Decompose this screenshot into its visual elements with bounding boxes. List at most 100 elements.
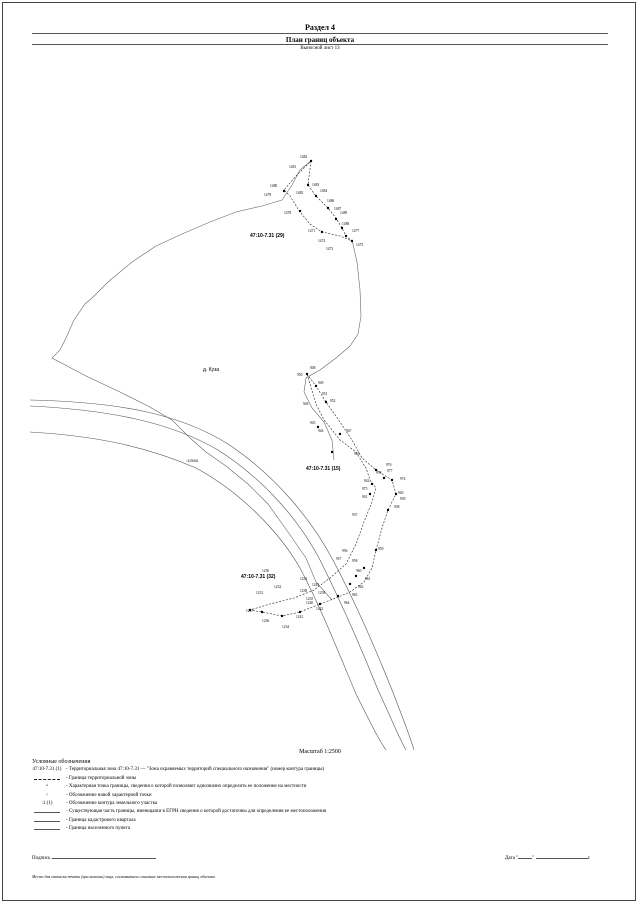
legend-line-symbol [34, 778, 60, 780]
point-label: 1486 [327, 199, 334, 203]
point-label: 961 [365, 577, 371, 581]
point-label: 978 [376, 471, 382, 475]
point-label: 1477 [352, 229, 359, 233]
stamp-note: Место для оттиска печати (при наличии) л… [32, 874, 215, 879]
point-label: 940 [398, 491, 404, 495]
point-label: 1231 [256, 591, 263, 595]
point-label: 941 [362, 495, 368, 499]
legend-text: - Территориальная зона 47:10-7.31 — "Зон… [66, 767, 325, 773]
zone-29-boundary [283, 160, 353, 242]
point-label: 947 [346, 429, 352, 433]
legend-text: - Граница территориальной зоны [66, 775, 137, 781]
point-label: 1478 [284, 211, 291, 215]
point-label: 1230 [262, 569, 269, 573]
plan-title: План границ объекта [285, 36, 355, 44]
legend-line-symbol [34, 829, 60, 831]
zone-label: 47:10-7.31 (29) [250, 233, 285, 239]
signature-label: Подпись [32, 856, 51, 861]
legend: Условные обозначения 47:10-7.31 (1) - Те… [32, 758, 326, 834]
point-label: 974 [400, 477, 406, 481]
point-label: 1243 [312, 583, 319, 587]
point-label: 951 [322, 392, 328, 396]
legend-symbol: ↑ [45, 792, 49, 798]
point-label: 962 [358, 585, 364, 589]
signature-blank [51, 858, 156, 859]
point-label: 960 [356, 569, 362, 573]
point-label: 959 [378, 547, 384, 551]
point-label: 1484 [320, 189, 327, 193]
legend-text: - Граница кадастрового квартала [66, 817, 136, 823]
legend-text: - Граница населенного пункта [66, 826, 131, 832]
legend-item: - Граница населенного пункта [32, 825, 130, 833]
point-label: 948 [310, 366, 316, 370]
signature-line: Подпись [32, 856, 156, 861]
road-edge-east [29, 399, 415, 751]
point-label: 945 [310, 421, 316, 425]
date-line: Дата "" г. [505, 856, 591, 861]
legend-item: ↑ - Обозначение новой характерной точки [32, 792, 152, 800]
point-label: 1485 [296, 191, 303, 195]
point-labels: 1482 1481 1483 1480 1484 1479 1486 1485 … [246, 155, 406, 629]
point-label: 1474 [318, 239, 325, 243]
header-rule [32, 33, 608, 34]
point-label: 964 [344, 601, 350, 605]
zone-label: 47:10-7.31 (32) [241, 574, 276, 580]
point-label: 944 [318, 429, 324, 433]
legend-item: - Граница территориальной зоны [32, 775, 136, 783]
point-label: 976 [386, 463, 392, 467]
legend-symbol: • [46, 784, 48, 790]
road-band [29, 405, 407, 751]
characteristic-points [248, 159, 398, 618]
settlement-boundary [51, 159, 333, 601]
legend-item: - Граница кадастрового квартала [32, 817, 136, 825]
legend-item: :1 (1) - Обозначение контура земельного … [32, 800, 158, 808]
point-label: 963 [352, 593, 358, 597]
settlement-boundary-east [303, 239, 362, 461]
point-label: 1487 [334, 207, 341, 211]
point-label: 1471 [308, 229, 315, 233]
point-label: 1480 [270, 184, 277, 188]
point-label: 1237 [246, 609, 253, 613]
date-month-blank [535, 858, 570, 859]
point-label: 1240 [306, 601, 313, 605]
point-label: 1489 [340, 211, 347, 215]
point-label: 1479 [264, 193, 271, 197]
point-label: 956 [342, 549, 348, 553]
legend-symbol: 47:10-7.31 (1) [32, 767, 62, 773]
section-title: Раздел 4 [304, 23, 336, 32]
point-label: 1475 [356, 243, 363, 247]
point-label: 975 [362, 487, 368, 491]
legend-item: • - Характерная точка границы, сведения … [32, 783, 306, 791]
point-label: 1233 [300, 577, 307, 581]
legend-line-symbol [34, 812, 60, 814]
point-label: 943 [354, 452, 360, 456]
point-label: 937 [352, 513, 358, 517]
date-label: Дата " [505, 856, 519, 861]
point-label: 1242 [316, 607, 323, 611]
point-label: 1473 [326, 247, 333, 251]
date-day-blank [518, 858, 533, 859]
sheet-label: Выносной лист 13 [300, 46, 340, 51]
date-year-blank [569, 858, 588, 859]
legend-text: - Обозначение контура земельного участка [66, 800, 158, 806]
point-label: 1234 [282, 625, 289, 629]
point-label: 958 [352, 559, 358, 563]
legend-line-symbol [34, 820, 60, 822]
zone-label: 47:10-7.31 (15) [306, 466, 341, 472]
point-label: 1481 [289, 165, 296, 169]
scale-label: Масштаб 1:2500 [299, 749, 341, 755]
legend-text: - Обозначение новой характерной точки [66, 792, 152, 798]
point-label: 1235 [306, 597, 313, 601]
point-label: 1482 [300, 155, 307, 159]
legend-item: - Существующая часть границы, имеющаяся … [32, 808, 326, 816]
point-label: 1232 [274, 585, 281, 589]
point-label: 1241 [296, 615, 303, 619]
point-label: 942 [364, 479, 370, 483]
point-label: 938 [394, 505, 400, 509]
settlement-label: д. Куза [203, 367, 219, 373]
legend-text: - Характерная точка границы, сведения о … [66, 784, 307, 790]
road-label: :12500 [186, 458, 199, 463]
date-tail: г. [587, 856, 591, 861]
